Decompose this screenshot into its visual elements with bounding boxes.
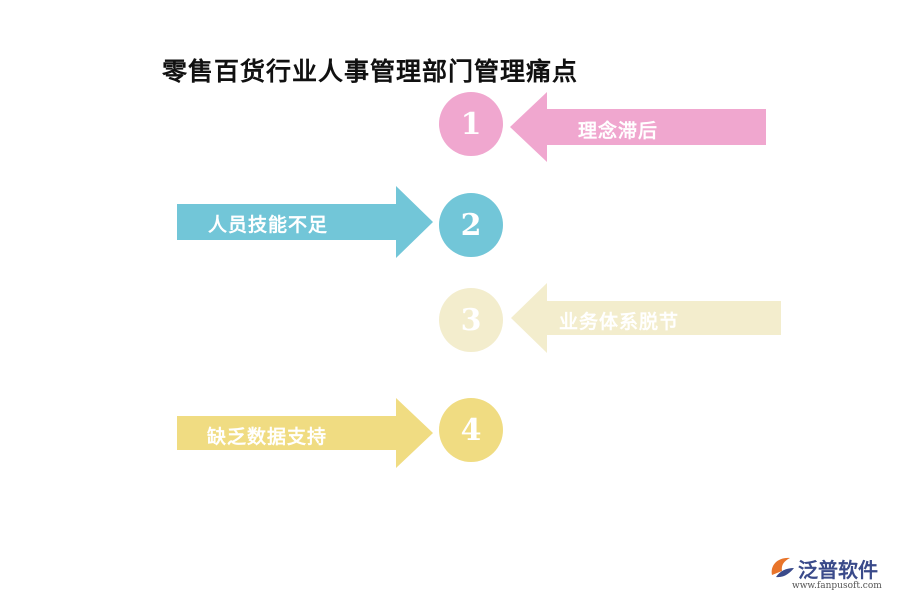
step-2-arrow: 人员技能不足	[177, 186, 437, 258]
arrow-right-shape	[177, 186, 433, 258]
step-2-circle: 2	[439, 193, 503, 257]
logo-url-text: www.fanpusoft.com	[792, 581, 882, 591]
diagram-title: 零售百货行业人事管理部门管理痛点	[162, 57, 579, 86]
step-1-circle: 1	[439, 92, 503, 156]
step-2-number: 2	[460, 207, 482, 243]
fanpu-logo-icon	[771, 557, 794, 578]
arrow-left-shape	[511, 283, 781, 353]
step-4-circle: 4	[439, 398, 503, 462]
step-1-number: 1	[460, 106, 482, 142]
logo-brand-text: 泛普软件	[798, 558, 878, 582]
step-2-label: 人员技能不足	[208, 214, 329, 236]
step-4-label: 缺乏数据支持	[207, 426, 328, 448]
step-3-label: 业务体系脱节	[559, 311, 680, 333]
step-3-circle: 3	[439, 288, 503, 352]
arrow-left-shape	[510, 92, 766, 162]
step-4-arrow: 缺乏数据支持	[177, 398, 437, 468]
arrow-right-shape	[177, 398, 433, 468]
step-4-number: 4	[460, 412, 482, 448]
fanpu-logo: 泛普软件 www.fanpusoft.com	[768, 553, 892, 593]
step-3-arrow: 业务体系脱节	[511, 283, 783, 353]
step-3-number: 3	[460, 302, 482, 338]
step-1-label: 理念滞后	[578, 120, 659, 142]
step-1-arrow: 理念滞后	[510, 92, 770, 162]
